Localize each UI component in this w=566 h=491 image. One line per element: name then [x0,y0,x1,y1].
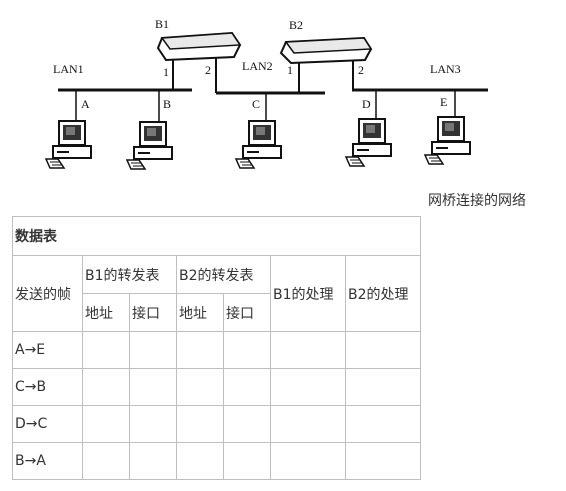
b1-port-cell [129,405,177,443]
header-b2-action: B2的处理 [345,255,421,332]
header-b1-forwarding-table: B1的转发表 [82,255,177,294]
b2-action-cell [345,331,421,369]
header-b2-forwarding-table: B2的转发表 [176,255,271,294]
bridge-b1-label: B1 [155,17,169,31]
host-c-label: C [252,97,260,111]
frame-forwarding-table: 数据表 发送的帧 B1的转发表 B2的转发表 B1的处理 B2的处理 地址 接口… [12,216,421,480]
b1-address-cell [82,331,130,369]
lan2-label: LAN2 [242,59,273,73]
b1-address-cell [82,442,130,480]
lan1-label: LAN1 [53,62,84,76]
bridge-b2-label: B2 [289,18,303,32]
b2-address-cell [176,331,224,369]
b1-action-cell [270,368,346,406]
bridge-b2 [279,36,373,65]
b2-action-cell [345,368,421,406]
b1-action-cell [270,405,346,443]
computer-e-icon [424,116,471,165]
table-row: B→A [12,442,421,480]
bridge-b1 [156,31,242,62]
b1-address-cell [82,368,130,406]
b1-port-cell [129,331,177,369]
header-b1-action: B1的处理 [270,255,346,332]
b2-port-cell [223,442,271,480]
frame-cell: B→A [12,442,83,480]
frame-cell: A→E [12,331,83,369]
computer-a-icon [45,120,92,169]
b1-port-cell [129,368,177,406]
computer-c-icon [235,120,282,169]
table-row: C→B [12,368,421,406]
b1-port-cell [129,442,177,480]
host-b-label: B [163,97,171,111]
b1-action-cell [270,442,346,480]
b2-address-cell [176,442,224,480]
frame-cell: C→B [12,368,83,406]
lan3-label: LAN3 [430,62,461,76]
table-row: A→E [12,331,421,369]
header-b1-address: 地址 [82,293,130,332]
b1-port2-label: 2 [205,63,211,77]
computer-b-icon [126,121,173,170]
host-e-label: E [440,95,447,109]
table-title: 数据表 [12,216,421,256]
header-frame: 发送的帧 [12,255,83,332]
b1-address-cell [82,405,130,443]
frame-cell: D→C [12,405,83,443]
b2-port-cell [223,331,271,369]
bridge-network-diagram: B1 1 2 B2 1 2 LAN1 LAN2 LAN3 A B C D E [45,17,488,170]
diagram-caption: 网桥连接的网络 [428,193,526,209]
b2-address-cell [176,368,224,406]
b2-address-cell [176,405,224,443]
b1-port1-label: 1 [163,65,169,79]
header-b2-port: 接口 [223,293,271,332]
b2-port-cell [223,368,271,406]
b2-port2-label: 2 [358,63,364,77]
header-b2-address: 地址 [176,293,224,332]
header-b1-port: 接口 [129,293,177,332]
computer-d-icon [345,118,392,167]
b2-port-cell [223,405,271,443]
b2-port1-label: 1 [287,63,293,77]
host-a-label: A [81,97,90,111]
b2-action-cell [345,442,421,480]
host-d-label: D [362,97,371,111]
b1-action-cell [270,331,346,369]
table-row: D→C [12,405,421,443]
b2-action-cell [345,405,421,443]
